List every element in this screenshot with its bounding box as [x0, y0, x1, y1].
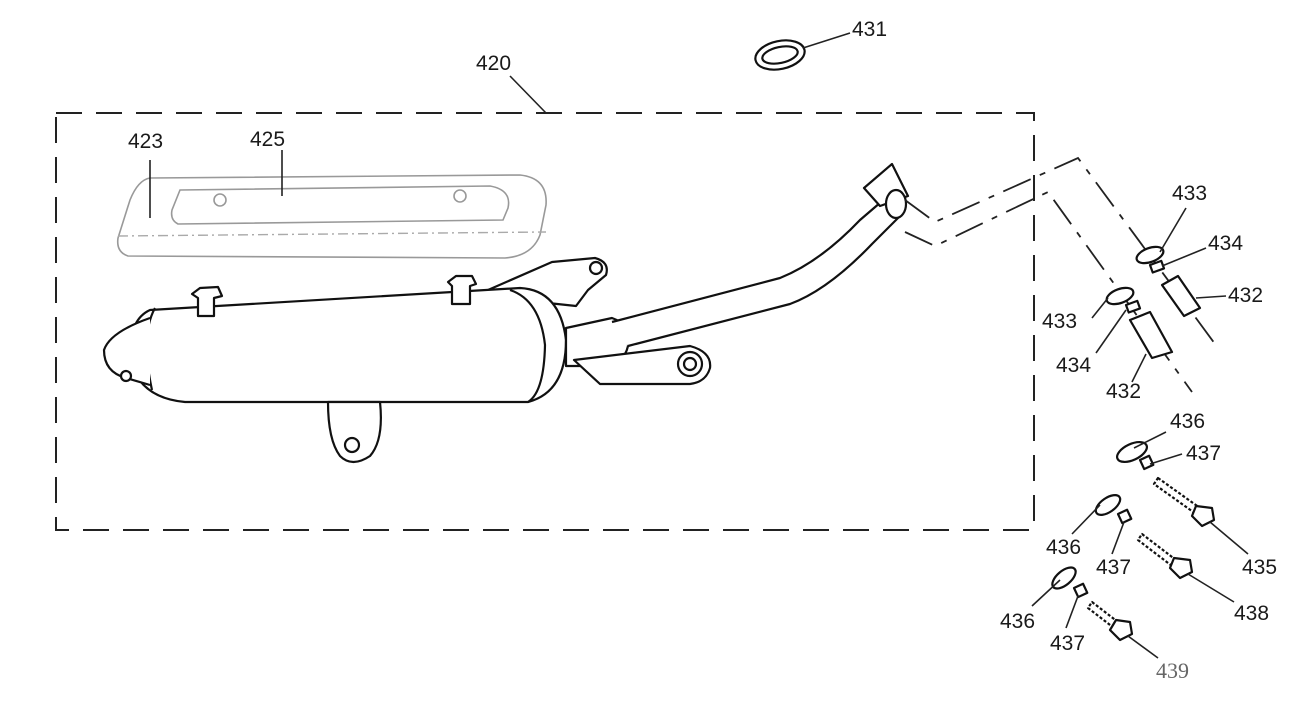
stud-set-upper: [1135, 245, 1202, 318]
label-437-bottom: 437: [1050, 632, 1085, 655]
label-434-upper: 434: [1208, 232, 1243, 255]
label-433-upper: 433: [1172, 182, 1207, 205]
label-436-middle: 436: [1046, 536, 1081, 559]
bolt-set-439: [1051, 566, 1134, 642]
heat-shield: [116, 174, 547, 259]
label-431: 431: [852, 18, 887, 41]
label-439: 439: [1156, 658, 1189, 683]
stud-axis-upper: [904, 156, 1219, 349]
stud-set-lower: [1105, 286, 1174, 360]
label-434-lower: 434: [1056, 354, 1091, 377]
label-433-lower: 433: [1042, 310, 1077, 333]
label-432-lower: 432: [1106, 380, 1141, 403]
label-435: 435: [1242, 556, 1277, 579]
bolt-set-438: [1094, 494, 1194, 580]
label-436-top: 436: [1170, 410, 1205, 433]
stud-axis-lower: [904, 190, 1193, 393]
label-432-upper: 432: [1228, 284, 1263, 307]
label-420: 420: [476, 52, 511, 75]
label-425: 425: [250, 128, 285, 151]
bolt-set-435: [1116, 440, 1216, 528]
gasket: [754, 39, 806, 71]
label-436-bottom: 436: [1000, 610, 1035, 633]
part-labels: 420 423 425 431 433 434 432 433 434 432 …: [128, 18, 1277, 683]
label-423: 423: [128, 130, 163, 153]
muffler: [102, 162, 910, 464]
label-437-middle: 437: [1096, 556, 1131, 579]
label-437-top: 437: [1186, 442, 1221, 465]
label-438: 438: [1234, 602, 1269, 625]
leader-lines: [149, 32, 1249, 659]
